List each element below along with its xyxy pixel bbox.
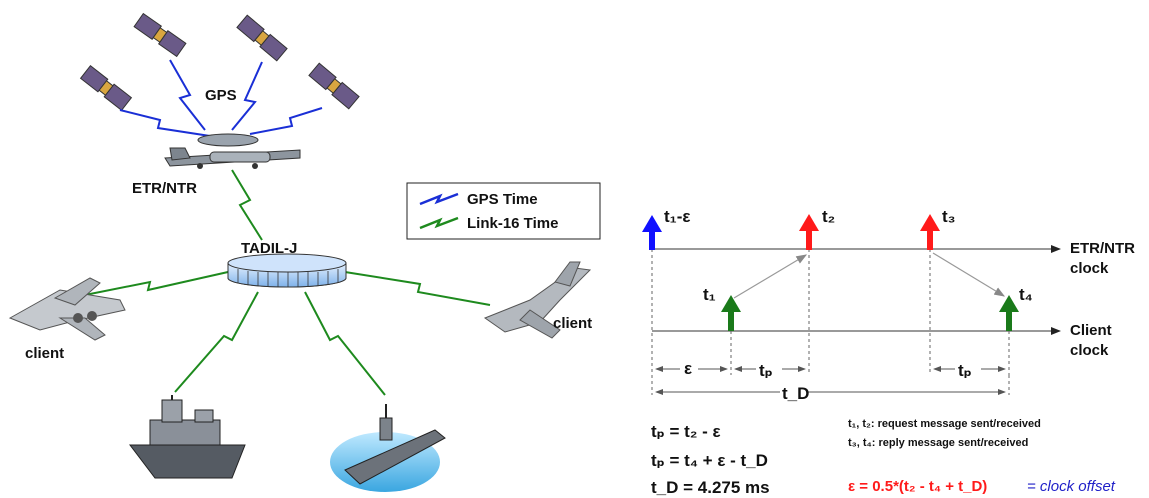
t1-label: t₁ (703, 285, 716, 304)
destroyer-ship-icon (128, 395, 246, 479)
tadil-j-label: TADIL-J (241, 240, 297, 257)
awacs-aircraft-icon (164, 133, 301, 169)
client-clock-label-2: clock (1070, 342, 1109, 359)
t3-label: t₃ (942, 207, 956, 226)
legend-box: GPS Time Link-16 Time (406, 182, 601, 240)
gps-time-swatch (419, 192, 459, 206)
fighter-jet-icon (8, 277, 126, 341)
gps-links (119, 59, 323, 137)
equation-td: t_D = 4.275 ms (651, 478, 770, 497)
etr-clock-label-2: clock (1070, 260, 1109, 277)
timing-guides (651, 249, 1010, 395)
client-clock-label-1: Client (1070, 322, 1112, 339)
t4-label: t₄ (1019, 285, 1033, 304)
offset-formula: ε = 0.5*(t₂ - t₄ + t_D) (848, 478, 987, 495)
aircraft-carrier-icon (330, 404, 446, 492)
t1-arrow (721, 295, 741, 331)
td-label: t_D (782, 384, 809, 403)
tp-label-2: tₚ (958, 361, 972, 380)
satellite-icon (308, 62, 360, 110)
etr-clock-label-1: ETR/NTR (1070, 240, 1135, 257)
request-message-arrow (733, 254, 808, 299)
t3-arrow (920, 214, 940, 250)
client-left-label: client (25, 345, 64, 362)
t2-arrow (799, 214, 819, 250)
t4-arrow (999, 295, 1019, 331)
t1-eps-label: t₁-ε (664, 207, 690, 226)
t1-eps-arrow (642, 215, 662, 250)
note-request: t₁, t₂: request message sent/received (848, 418, 1041, 430)
offset-description: = clock offset (1027, 478, 1116, 495)
equation-tp-1: tₚ = t₂ - ε (651, 422, 721, 441)
tadil-j-ring (227, 253, 347, 288)
gps-label: GPS (205, 87, 237, 104)
etr-ntr-label: ETR/NTR (132, 180, 197, 197)
epsilon-label: ε (684, 359, 692, 378)
reply-message-arrow (932, 252, 1006, 297)
satellite-icon (236, 14, 288, 62)
legend-link16-time: Link-16 Time (467, 215, 558, 232)
t2-label: t₂ (822, 207, 835, 226)
fighter-jet-icon (483, 261, 592, 339)
legend-gps-time: GPS Time (467, 191, 538, 208)
note-reply: t₃, t₄: reply message sent/received (848, 437, 1028, 449)
link16-links (69, 169, 491, 396)
satellite-icon (79, 64, 133, 112)
equation-tp-2: tₚ = t₄ + ε - t_D (651, 451, 768, 470)
satellite-icon (133, 12, 187, 58)
client-right-label: client (553, 315, 592, 332)
tp-label-1: tₚ (759, 361, 773, 380)
link16-time-swatch (419, 216, 459, 230)
